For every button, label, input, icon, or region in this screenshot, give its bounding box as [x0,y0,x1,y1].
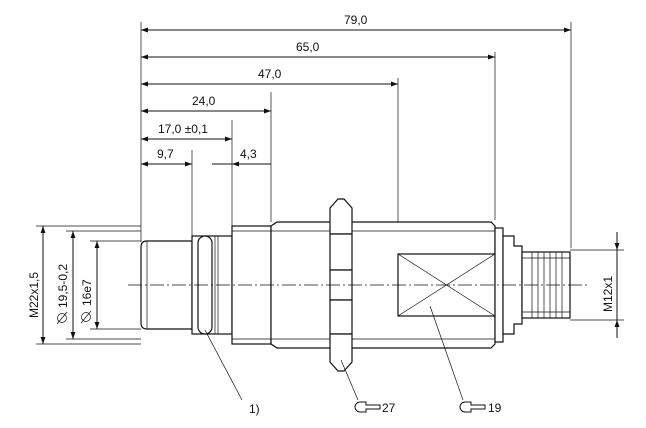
wrench-icon [459,401,486,413]
note-callout: 1) [249,402,260,416]
connector-dimension [570,232,624,338]
wrench-icon [354,401,381,413]
dim-17-label: 17,0 ±0,1 [158,122,208,136]
thread-main-label: M22x1,5 [27,272,41,318]
dim-24-label: 24,0 [192,94,216,108]
dim-4-3-label: 4,3 [240,147,257,161]
wrench-size-nut: 27 [382,401,396,415]
diameter-dimensions [36,225,141,345]
inner-diameter-label: 16e7 [80,279,94,306]
dimension-lines [141,27,571,167]
leader-lines [204,305,464,401]
diameter-symbol-icon [56,311,68,325]
outer-diameter-label: 19,5-0,2 [56,264,70,308]
connector-collar [494,227,504,343]
sensor-body [128,198,588,372]
dim-9-7-label: 9,7 [157,147,174,161]
dim-47-label: 47,0 [258,67,282,81]
dim-65-label: 65,0 [296,40,320,54]
wrench-size-body: 19 [488,401,502,415]
hex-nut [329,198,353,235]
extension-lines [140,22,572,250]
diameter-symbol-icon [80,310,92,324]
connector-thread-label: M12x1 [601,276,615,312]
dim-79-label: 79,0 [344,13,368,27]
